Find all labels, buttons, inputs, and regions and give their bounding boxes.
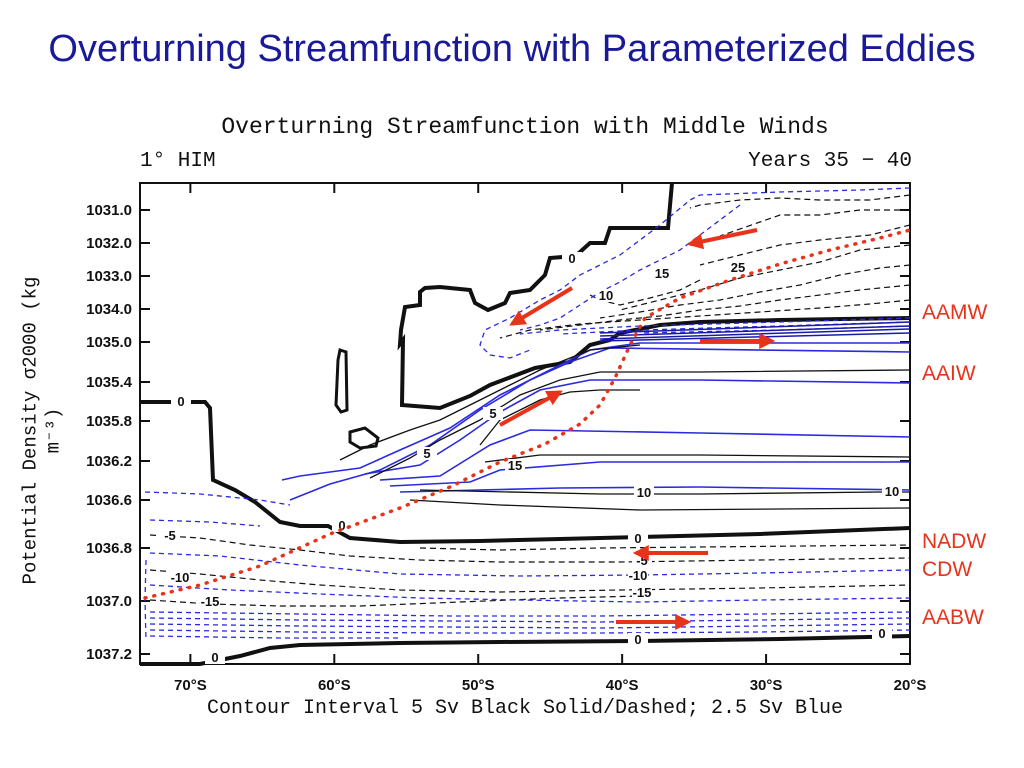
contour-label: -5 bbox=[636, 553, 648, 568]
x-tick-label: 50°S bbox=[462, 677, 495, 694]
contour-label: 0 bbox=[634, 531, 641, 546]
contour-label-bg bbox=[872, 627, 892, 640]
y-tick-label: 1031.0 bbox=[86, 202, 132, 219]
label-aamw: AAMW bbox=[922, 301, 988, 324]
blue-solid-contours bbox=[281, 342, 911, 501]
arrow-aaiw bbox=[499, 390, 563, 427]
zero-contour-left bbox=[140, 400, 911, 545]
arrow-aamw bbox=[509, 286, 574, 326]
contour-label-bg bbox=[170, 571, 190, 584]
y-tick-label: 1037.2 bbox=[86, 646, 132, 663]
plot-frame bbox=[139, 182, 911, 665]
contour-label-bg bbox=[628, 633, 648, 646]
contour-label: 15 bbox=[655, 266, 669, 281]
contour-label: 5 bbox=[423, 446, 430, 461]
label-nadw: NADW bbox=[922, 530, 987, 553]
contour-label: -15 bbox=[633, 585, 652, 600]
x-axis-ticks: 70°S 60°S 50°S 40°S 30°S 20°S bbox=[174, 183, 926, 694]
x-tick-label: 30°S bbox=[750, 677, 783, 694]
y-tick-label: 1035.8 bbox=[86, 413, 132, 430]
contour-label-bg bbox=[882, 485, 902, 498]
contour-label-bg bbox=[634, 486, 654, 499]
flow-arrows bbox=[499, 228, 776, 630]
x-tick-label: 20°S bbox=[894, 677, 927, 694]
contour-label-bg bbox=[596, 289, 616, 302]
red-dotted-line bbox=[143, 228, 912, 600]
contour-label-bg bbox=[728, 261, 748, 274]
zero-contour-bottom bbox=[140, 634, 911, 666]
y-tick-label: 1036.8 bbox=[86, 540, 132, 557]
contour-label: 5 bbox=[489, 406, 496, 421]
contour-label: 0 bbox=[177, 394, 184, 409]
x-tick-label: 60°S bbox=[318, 677, 351, 694]
black-solid-contours bbox=[339, 344, 911, 511]
contour-label: -5 bbox=[164, 528, 176, 543]
dense-contour-band bbox=[599, 321, 911, 342]
zero-contour-upper bbox=[397, 182, 911, 411]
isolated-zero-contour-1 bbox=[334, 348, 349, 414]
blue-dashed-contours-lower bbox=[144, 491, 911, 641]
contour-label-bg bbox=[505, 459, 525, 472]
arrow-upper-west bbox=[686, 228, 758, 250]
black-dashed-contours-lower bbox=[149, 534, 911, 607]
contour-label-bg bbox=[652, 267, 672, 280]
contour-label: 0 bbox=[634, 632, 641, 647]
isolated-zero-contour-2 bbox=[348, 426, 380, 450]
label-aabw: AABW bbox=[922, 606, 984, 629]
contour-label-bg bbox=[628, 532, 648, 545]
contour-label-bg bbox=[483, 407, 503, 420]
y-tick-label: 1035.0 bbox=[86, 334, 132, 351]
y-tick-label: 1032.0 bbox=[86, 235, 132, 252]
contour-label: -15 bbox=[201, 594, 220, 609]
contour-label: -10 bbox=[629, 568, 648, 583]
contour-label: 0 bbox=[338, 518, 345, 533]
contour-label-bg bbox=[632, 586, 652, 599]
contour-label-bg bbox=[628, 569, 648, 582]
contour-label: 10 bbox=[637, 485, 651, 500]
y-tick-label: 1035.4 bbox=[86, 374, 133, 391]
x-tick-label: 40°S bbox=[606, 677, 639, 694]
contour-label: 10 bbox=[599, 288, 613, 303]
contour-label-bg bbox=[200, 595, 220, 608]
y-tick-label: 1036.2 bbox=[86, 453, 132, 470]
contour-label: 0 bbox=[878, 626, 885, 641]
y-tick-label: 1036.6 bbox=[86, 492, 132, 509]
label-cdw: CDW bbox=[922, 558, 973, 581]
model-label: 1° HIM bbox=[140, 150, 216, 173]
contour-label-bg bbox=[205, 651, 225, 664]
contour-label: 15 bbox=[508, 458, 522, 473]
y-tick-label: 1034.0 bbox=[86, 301, 132, 318]
contour-label: 10 bbox=[885, 484, 899, 499]
contour-label: -10 bbox=[171, 570, 190, 585]
contour-label-bg bbox=[332, 519, 352, 532]
contour-label-bg bbox=[171, 395, 191, 408]
y-tick-label: 1037.0 bbox=[86, 593, 132, 610]
y-tick-label: 1033.0 bbox=[86, 268, 132, 285]
contour-label-bg bbox=[417, 447, 437, 460]
black-dashed-contours-upper bbox=[499, 194, 911, 339]
contour-label-bg bbox=[160, 529, 180, 542]
years-label: Years 35 − 40 bbox=[748, 150, 912, 173]
y-axis-ticks: 1031.0 1032.0 1033.0 1034.0 1035.0 1035.4 1035… bbox=[86, 202, 910, 663]
contour-label: 25 bbox=[731, 260, 745, 275]
contour-label: 0 bbox=[211, 650, 218, 665]
contour-label: 0 bbox=[568, 251, 575, 266]
slide-title: Overturning Streamfunction with Paramete… bbox=[48, 28, 976, 70]
x-tick-label: 70°S bbox=[174, 677, 207, 694]
contour-label-bg bbox=[562, 252, 582, 265]
contour-caption: Contour Interval 5 Sv Black Solid/Dashed… bbox=[206, 697, 844, 720]
label-aaiw: AAIW bbox=[922, 362, 976, 385]
chart-title: Overturning Streamfunction with Middle W… bbox=[221, 114, 829, 140]
